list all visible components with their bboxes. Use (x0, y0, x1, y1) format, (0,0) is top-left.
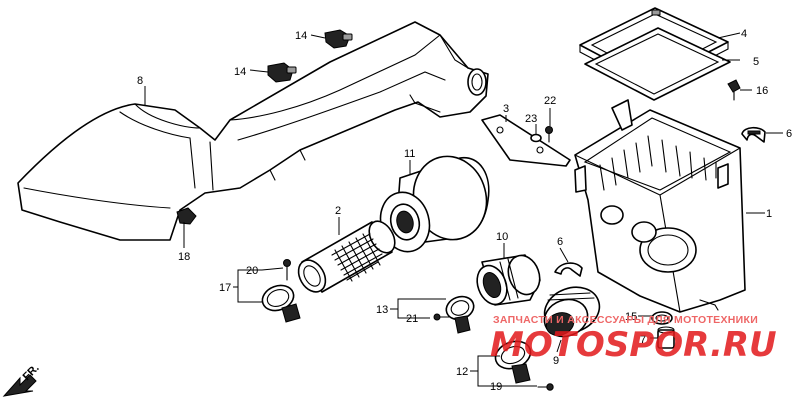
clip-14-lower (267, 62, 297, 83)
callout-10: 10 (496, 231, 508, 243)
callout-4: 4 (741, 28, 747, 40)
watermark-tagline: ЗАПЧАСТИ И АКСЕССУАРЫ ДЛЯ МОТОТЕХНИКИ (493, 314, 758, 326)
callout-6-lower: 6 (557, 236, 563, 248)
callout-9: 9 (553, 355, 559, 367)
bolt-20 (283, 259, 291, 281)
intake-duct (17, 21, 489, 241)
mesh-tube (297, 220, 396, 293)
callout-16: 16 (756, 85, 768, 97)
callout-8: 8 (137, 75, 143, 87)
filter-element (379, 155, 490, 253)
callout-14-lower: 14 (234, 66, 246, 78)
cover-gasket (584, 27, 731, 101)
bracket (481, 114, 571, 167)
callout-22: 22 (544, 95, 556, 107)
clamp-13 (445, 295, 475, 334)
callout-21: 21 (406, 313, 418, 325)
callout-6-upper: 6 (786, 128, 792, 140)
bolt-22 (545, 126, 553, 143)
bolt-21 (433, 313, 451, 321)
front-label: FR. (21, 362, 42, 383)
callout-14-upper: 14 (295, 30, 307, 42)
connecting-boot (476, 254, 541, 306)
adapter-ring (543, 286, 601, 338)
callout-7: 7 (640, 334, 646, 346)
air-cleaner-case (574, 99, 746, 313)
callout-20: 20 (246, 265, 258, 277)
callout-3: 3 (503, 103, 509, 115)
callout-12: 12 (456, 366, 468, 378)
clip-15 (651, 311, 673, 325)
callout-18: 18 (178, 251, 190, 263)
washer-23 (530, 133, 542, 143)
callout-23: 23 (525, 113, 537, 125)
clip-6-upper (741, 126, 766, 143)
cap-7 (657, 326, 675, 349)
leader-lines (144, 32, 783, 387)
clip-6-lower (554, 262, 583, 277)
callout-13: 13 (376, 304, 388, 316)
callout-17: 17 (219, 282, 231, 294)
watermark: ЗАПЧАСТИ И АКСЕССУАРЫ ДЛЯ МОТОТЕХНИКИ MO… (490, 314, 777, 365)
screw-16 (727, 79, 741, 101)
clip-14-upper (324, 29, 353, 49)
callout-labels: 1 2 3 4 5 6 6 7 8 9 10 11 12 13 14 14 15… (137, 28, 792, 393)
callout-1: 1 (766, 208, 772, 220)
callout-2: 2 (335, 205, 341, 217)
watermark-logo: MOTOSPOR.RU (490, 325, 777, 365)
clamp-12 (494, 340, 532, 384)
front-direction-arrow: FR. (2, 362, 42, 397)
clip-18 (176, 207, 197, 225)
callout-19: 19 (490, 381, 502, 393)
callout-5: 5 (753, 56, 759, 68)
callout-11: 11 (404, 148, 415, 160)
clamp-17 (261, 284, 301, 323)
bolt-19 (537, 383, 554, 391)
callout-15: 15 (625, 311, 637, 323)
